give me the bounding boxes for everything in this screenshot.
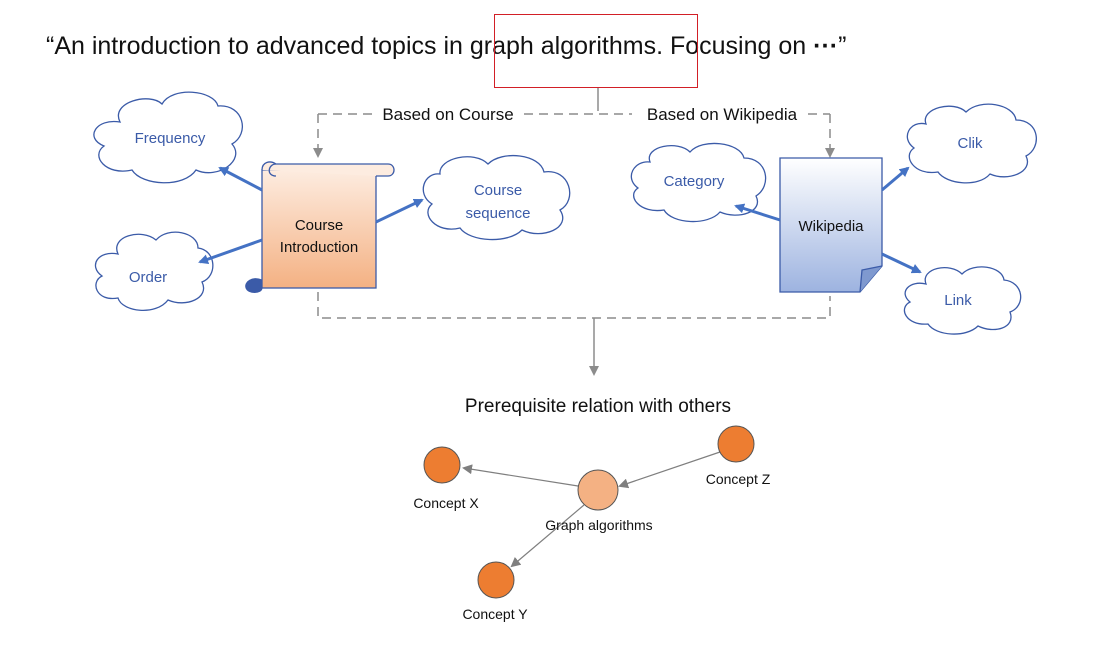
- cloud-seq-line1: Course: [474, 182, 522, 199]
- cloud-frequency: Frequency: [93, 91, 243, 184]
- cloud-clik: Clik: [906, 103, 1037, 184]
- course-line2: Introduction: [280, 239, 358, 256]
- highlight-box: [494, 14, 698, 88]
- branch-connectors: [313, 88, 835, 158]
- concept-z-label: Concept Z: [706, 471, 771, 487]
- cloud-course-sequence: Course sequence: [422, 154, 571, 241]
- graph-algorithms-node: [577, 469, 619, 511]
- graph-algorithms-label: Graph algorithms: [545, 517, 652, 533]
- quote-text: “An introduction to advanced topics in g…: [46, 32, 846, 61]
- branch-label-course: Based on Course: [382, 105, 513, 124]
- ellipsis-icon: ···: [813, 32, 839, 60]
- cloud-clik-label: Clik: [958, 135, 983, 152]
- concept-y-label: Concept Y: [462, 606, 528, 622]
- blue-arrows: [198, 166, 922, 274]
- course-introduction-scroll-icon: Course Introduction: [245, 161, 395, 293]
- course-line1: Course: [295, 217, 343, 234]
- cloud-frequency-label: Frequency: [135, 130, 206, 147]
- wikipedia-document-icon: Wikipedia: [779, 157, 883, 293]
- concept-graph: Concept X Graph algorithms Concept Z Con…: [413, 425, 771, 622]
- cloud-category-label: Category: [664, 173, 725, 190]
- cloud-link: Link: [903, 266, 1022, 335]
- cloud-category: Category: [630, 142, 767, 223]
- concept-y-node: [477, 561, 515, 599]
- cloud-seq-line2: sequence: [465, 205, 530, 222]
- concept-x-label: Concept X: [413, 495, 479, 511]
- branch-label-wikipedia: Based on Wikipedia: [647, 105, 798, 124]
- quote-before: An introduction to advanced topics in: [54, 32, 470, 60]
- concept-z-node: [717, 425, 755, 463]
- cloud-order-label: Order: [129, 269, 167, 286]
- result-title: Prerequisite relation with others: [465, 396, 731, 417]
- quote-after: Focusing on: [663, 32, 814, 60]
- wikipedia-label: Wikipedia: [798, 218, 864, 235]
- open-quote-mark: “: [46, 32, 55, 60]
- merge-connectors: [317, 292, 831, 376]
- close-quote-mark: ”: [838, 32, 847, 60]
- concept-x-node: [423, 446, 461, 484]
- cloud-order: Order: [94, 231, 214, 312]
- quote-highlight: graph algorithms.: [469, 32, 664, 60]
- cloud-link-label: Link: [944, 292, 972, 309]
